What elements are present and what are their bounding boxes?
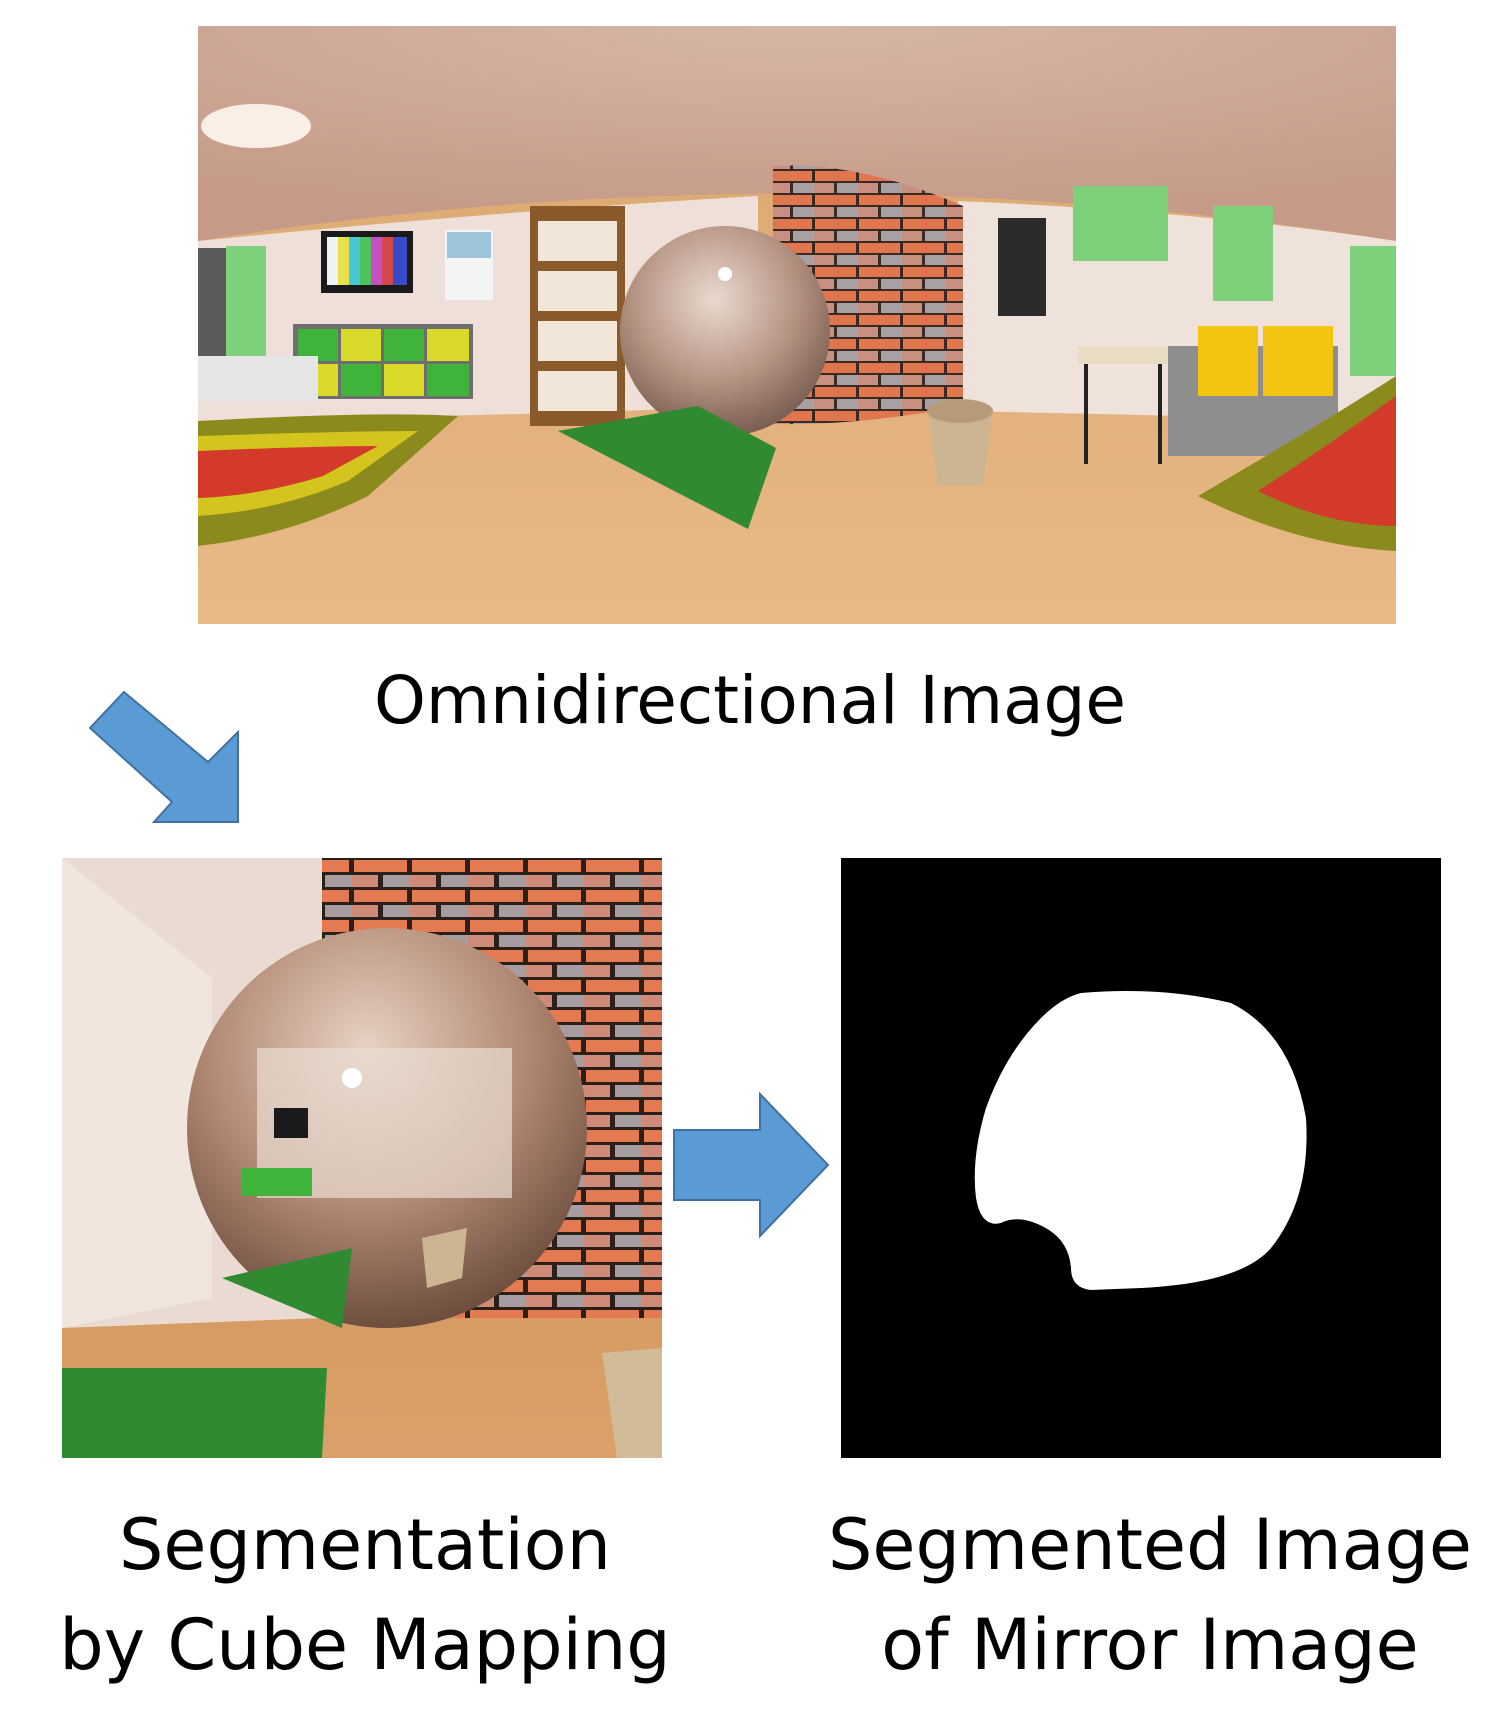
segmented-mirror-mask: [841, 858, 1441, 1458]
omnidirectional-image-caption: Omnidirectional Image: [373, 662, 1127, 739]
cube-mapping-image: [62, 858, 662, 1458]
arrow-right-icon: [673, 1091, 830, 1239]
segmented-image-caption-line1: Segmented Image: [828, 1504, 1472, 1586]
segmentation-caption-line2: by Cube Mapping: [59, 1604, 671, 1686]
segmentation-caption-line1: Segmentation: [119, 1504, 611, 1586]
segmented-image-caption-line2: of Mirror Image: [881, 1604, 1419, 1686]
omnidirectional-image: [198, 26, 1396, 624]
arrow-down-left-icon: [88, 690, 239, 823]
